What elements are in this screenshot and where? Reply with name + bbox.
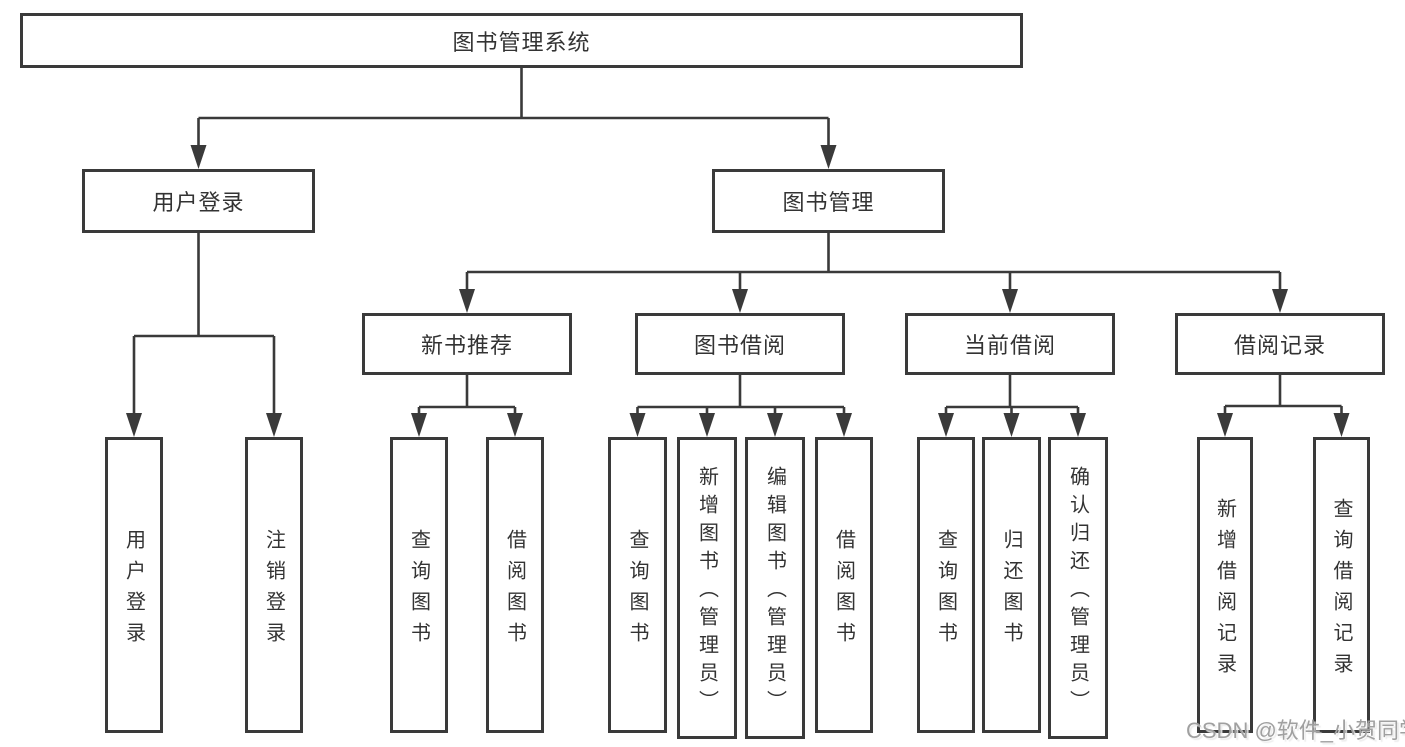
node-book-management: 图书管理	[712, 169, 945, 233]
leaf-bb-query-books: 查询图书	[608, 437, 667, 733]
node-root: 图书管理系统	[20, 13, 1023, 68]
leaf-user-login: 用户登录	[105, 437, 163, 733]
leaf-cb-return-books: 归还图书	[982, 437, 1041, 733]
leaf-br-query-record: 查询借阅记录	[1313, 437, 1370, 733]
arrowheads	[126, 145, 1350, 437]
node-current-borrowing: 当前借阅	[905, 313, 1115, 375]
node-borrowing-records: 借阅记录	[1175, 313, 1385, 375]
leaf-cb-query-books: 查询图书	[917, 437, 975, 733]
watermark: CSDN @软件_小贺同学	[1186, 718, 1405, 743]
node-new-book-recommendation: 新书推荐	[362, 313, 572, 375]
leaf-bb-add-books-admin: 新增图书（管理员）	[677, 437, 737, 739]
node-book-borrowing: 图书借阅	[635, 313, 845, 375]
leaf-nbr-query-books: 查询图书	[390, 437, 448, 733]
node-user-login: 用户登录	[82, 169, 315, 233]
leaf-logout: 注销登录	[245, 437, 303, 733]
leaf-nbr-borrow-books: 借阅图书	[486, 437, 544, 733]
leaf-bb-edit-books-admin: 编辑图书（管理员）	[745, 437, 805, 739]
leaf-cb-confirm-return-admin: 确认归还（管理员）	[1048, 437, 1108, 739]
leaf-bb-borrow-books: 借阅图书	[815, 437, 873, 733]
leaf-br-add-record: 新增借阅记录	[1197, 437, 1253, 733]
